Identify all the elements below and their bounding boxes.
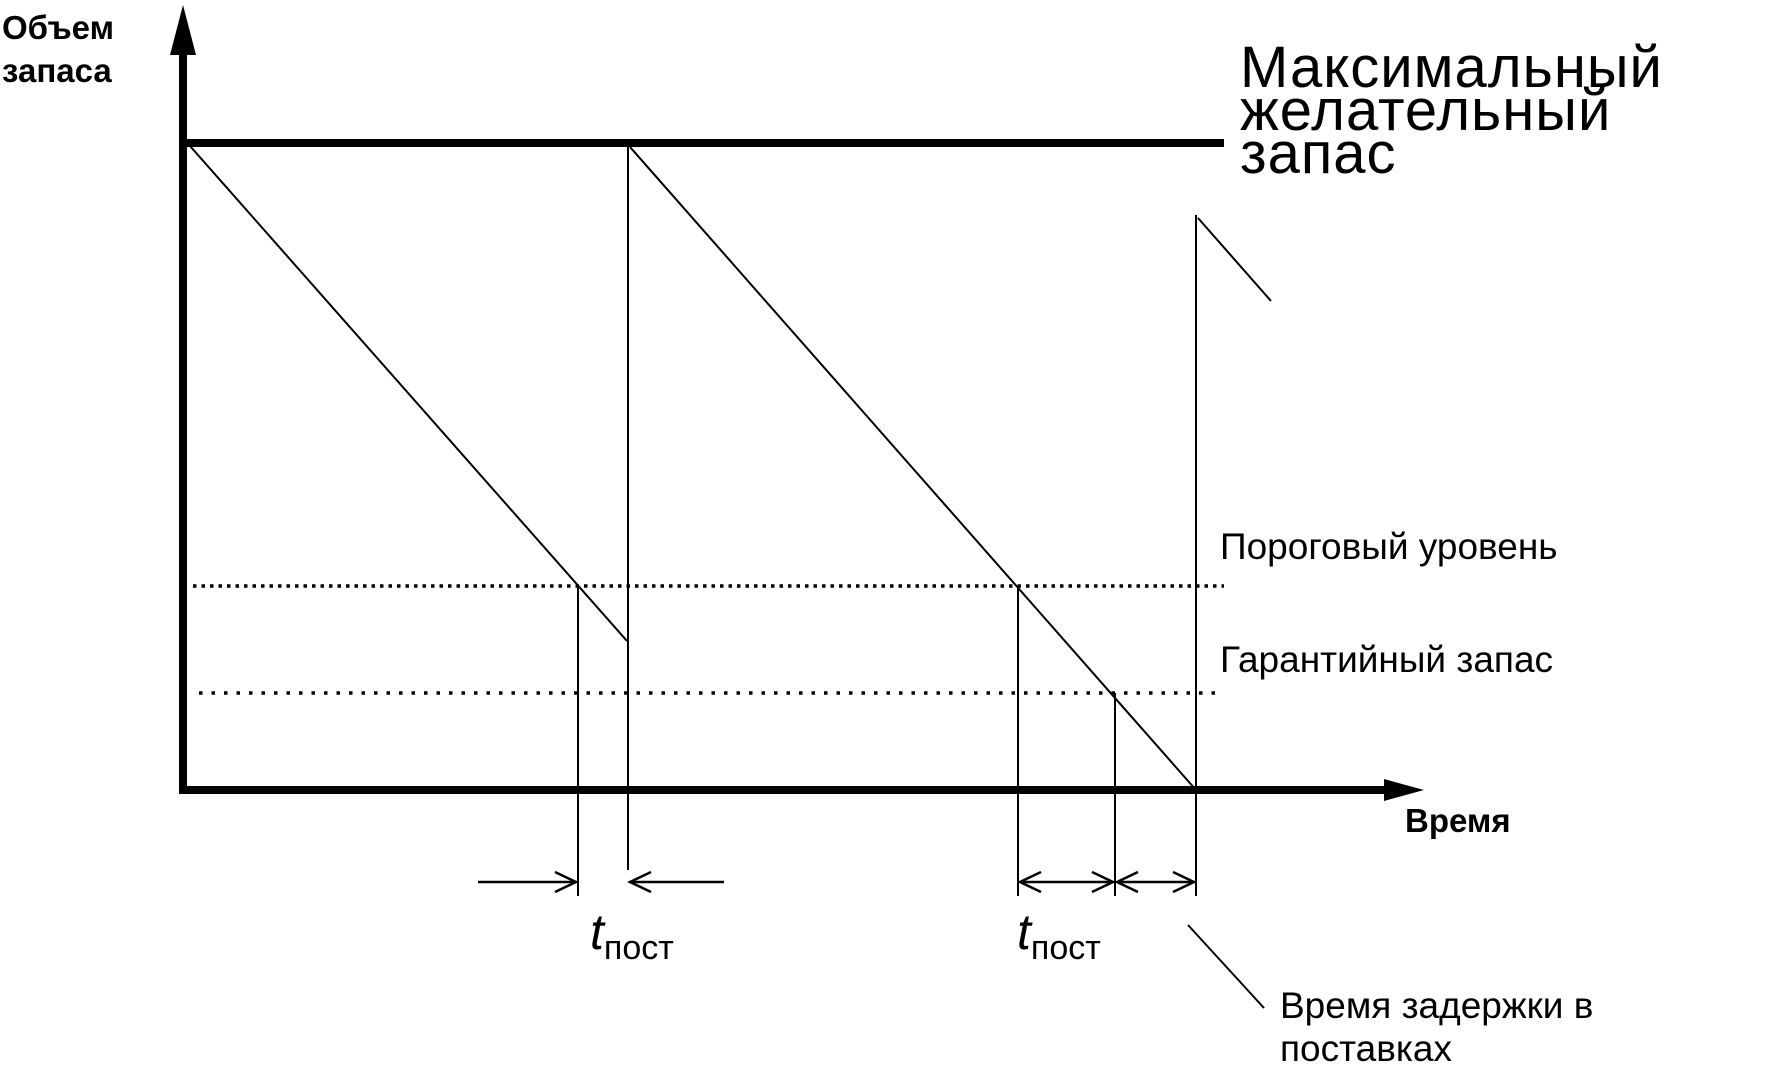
delay-leader-line [1187, 924, 1265, 1009]
delivery-arrowhead-2a [1017, 870, 1042, 894]
delivery-arrowhead-left-1 [554, 870, 579, 894]
delay-label: Время задержки в поставках [1280, 984, 1593, 1070]
delay-arrowhead-b [1172, 870, 1197, 894]
delay-label-line-2: поставках [1280, 1028, 1452, 1069]
y-axis-arrowhead [170, 5, 196, 55]
delivery-time-label-2: tпост [1017, 904, 1101, 965]
x-axis-title: Время [1405, 802, 1511, 839]
max-stock-label-line-2: желательный [1240, 78, 1612, 143]
delivery-time-label-1: tпост [590, 904, 674, 965]
y-axis-title-line-1: Объем [2, 9, 115, 46]
y-axis-title-line-2: запаса [2, 52, 112, 89]
consumption-line-2 [629, 146, 1197, 791]
delivery-time-subscript-1: пост [603, 929, 674, 967]
delay-arrowhead-a [1114, 870, 1139, 894]
threshold-label: Пороговый уровень [1220, 526, 1558, 567]
delivery-time-symbol-2: t [1017, 904, 1031, 960]
delivery-arrowhead-2b [1091, 870, 1116, 894]
max-stock-label-line-3: запас [1240, 121, 1397, 186]
delay-label-line-1: Время задержки в [1280, 985, 1594, 1026]
consumption-line-1 [189, 145, 628, 642]
max-stock-label: Максимальный желательный запас [1240, 35, 1663, 186]
y-axis-title: Объем запаса [2, 6, 114, 92]
consumption-line-3 [1197, 217, 1272, 302]
x-axis-arrowhead [1384, 779, 1424, 801]
delivery-time-subscript-2: пост [1030, 929, 1101, 967]
delivery-time-symbol-1: t [590, 904, 604, 960]
max-stock-label-line-1: Максимальный [1240, 35, 1663, 100]
safety-stock-label: Гарантийный запас [1220, 639, 1554, 680]
delivery-arrowhead-right-1 [627, 870, 652, 894]
